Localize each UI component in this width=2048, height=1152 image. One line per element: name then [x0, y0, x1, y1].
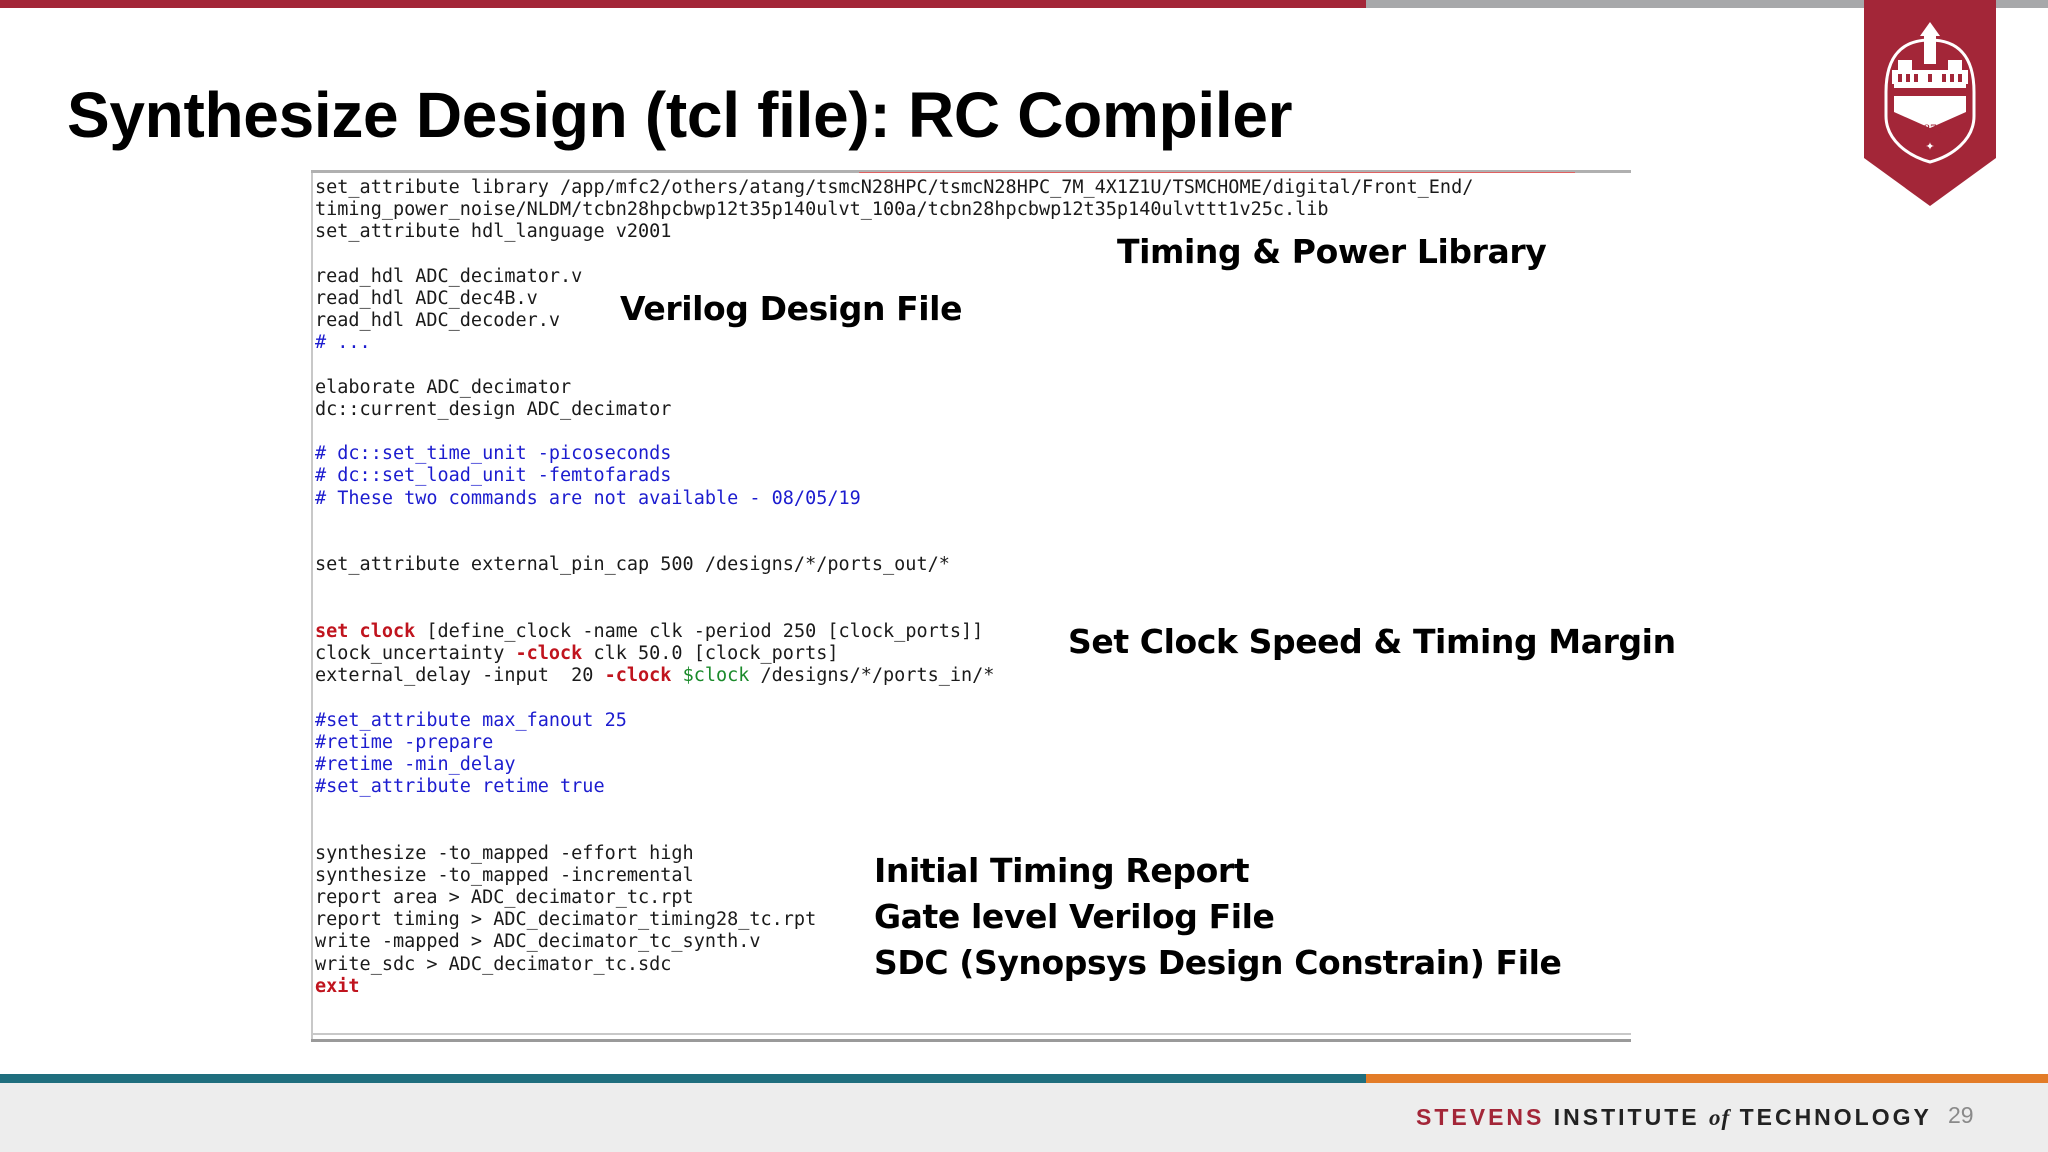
- code-line: read_hdl ADC_decimator.v: [315, 266, 1473, 288]
- svg-text:✦: ✦: [1925, 140, 1934, 153]
- code-line: [315, 820, 1473, 842]
- code-line: # ...: [315, 332, 1473, 354]
- code-line: # dc::set_time_unit -picoseconds: [315, 443, 1473, 465]
- code-line: #retime -prepare: [315, 732, 1473, 754]
- page-number: 29: [1948, 1102, 1974, 1128]
- footer-brand: STEVENS INSTITUTE of TECHNOLOGY: [1416, 1104, 1932, 1131]
- code-token-plain: write_sdc > ADC_decimator_tc.sdc: [315, 953, 672, 975]
- annotation-gate-level-verilog: Gate level Verilog File: [874, 897, 1275, 936]
- code-token-plain: read_hdl ADC_decoder.v: [315, 310, 561, 332]
- code-line: #set_attribute max_fanout 25: [315, 710, 1473, 732]
- code-line: external_delay -input 20 -clock $clock /…: [315, 665, 1473, 687]
- code-token-plain: write -mapped > ADC_decimator_tc_synth.v: [315, 931, 761, 953]
- code-token-keyword: exit: [315, 975, 360, 997]
- code-line: set clock [define_clock -name clk -perio…: [315, 621, 1473, 643]
- code-token-plain: external_delay -input 20: [315, 665, 605, 687]
- code-line: dc::current_design ADC_decimator: [315, 399, 1473, 421]
- code-token-plain: synthesize -to_mapped -effort high: [315, 842, 694, 864]
- annotation-initial-timing-report: Initial Timing Report: [874, 851, 1250, 890]
- code-token-keyword: -clock: [515, 642, 583, 664]
- code-token-plain: set_attribute external_pin_cap 500 /desi…: [315, 554, 950, 576]
- code-line: #retime -min_delay: [315, 754, 1473, 776]
- code-line: [315, 532, 1473, 554]
- code-token-plain: [671, 665, 682, 686]
- tcl-code-block: set_attribute library /app/mfc2/others/a…: [315, 177, 1473, 998]
- code-token-plain: dc::current_design ADC_decimator: [315, 398, 672, 420]
- code-line: [315, 798, 1473, 820]
- code-line: exit: [315, 976, 1473, 998]
- code-token-plain: clock_uncertainty: [315, 642, 516, 664]
- code-token-comment: # dc::set_time_unit -picoseconds: [315, 443, 672, 465]
- panel-bottom-line: [311, 1033, 1631, 1035]
- code-token-plain: synthesize -to_mapped -incremental: [315, 864, 694, 886]
- code-token-var: $clock: [682, 665, 750, 687]
- code-token-plain: [define_clock -name clk -period 250 [clo…: [415, 620, 984, 642]
- footer-band: [0, 1083, 2048, 1152]
- footer-brand-technology: TECHNOLOGY: [1739, 1104, 1932, 1130]
- code-line: [315, 687, 1473, 709]
- code-line: [315, 355, 1473, 377]
- top-accent-bar-gray: [1366, 0, 2048, 8]
- code-token-plain: set_attribute library /app/mfc2/others/a…: [315, 177, 1474, 198]
- footer-brand-institute: INSTITUTE: [1553, 1104, 1700, 1130]
- annotation-verilog-design-file: Verilog Design File: [620, 289, 963, 328]
- seal-year: 1870: [1917, 121, 1943, 136]
- code-token-plain: timing_power_noise/NLDM/tcbn28hpcbwp12t3…: [315, 199, 1329, 221]
- code-line: read_hdl ADC_decoder.v: [315, 310, 1473, 332]
- code-token-comment: #set_attribute max_fanout 25: [315, 709, 627, 731]
- top-accent-bar-red: [0, 0, 1366, 8]
- code-line: # These two commands are not available -…: [315, 488, 1473, 510]
- code-line: elaborate ADC_decimator: [315, 377, 1473, 399]
- annotation-sdc-file: SDC (Synopsys Design Constrain) File: [874, 943, 1562, 982]
- code-line: [315, 599, 1473, 621]
- code-line: # dc::set_load_unit -femtofarads: [315, 465, 1473, 487]
- footer-brand-of: of: [1709, 1105, 1731, 1130]
- bottom-accent-bar-teal: [0, 1074, 1366, 1083]
- footer-brand-stevens: STEVENS: [1416, 1104, 1545, 1130]
- code-line: #set_attribute retime true: [315, 776, 1473, 798]
- code-line: synthesize -to_mapped -incremental: [315, 865, 1473, 887]
- code-line: set_attribute external_pin_cap 500 /desi…: [315, 554, 1473, 576]
- code-line: synthesize -to_mapped -effort high: [315, 843, 1473, 865]
- code-token-plain: /designs/*/ports_in/*: [749, 665, 995, 687]
- annotation-clock-speed-margin: Set Clock Speed & Timing Margin: [1068, 622, 1676, 661]
- panel-left-edge: [311, 173, 313, 1039]
- code-line: set_attribute library /app/mfc2/others/a…: [315, 177, 1473, 199]
- panel-top-red-line: [859, 172, 1575, 173]
- code-token-plain: report area > ADC_decimator_tc.rpt: [315, 887, 694, 908]
- code-token-keyword: -clock: [604, 665, 672, 687]
- code-line: [315, 421, 1473, 443]
- slide-title: Synthesize Design (tcl file): RC Compile…: [67, 79, 1293, 151]
- code-line: timing_power_noise/NLDM/tcbn28hpcbwp12t3…: [315, 199, 1473, 221]
- code-token-comment: # ...: [315, 332, 371, 354]
- code-line: [315, 510, 1473, 532]
- code-token-comment: #set_attribute retime true: [315, 776, 605, 798]
- code-token-plain: read_hdl ADC_decimator.v: [315, 265, 583, 287]
- bottom-accent-bar-orange: [1366, 1074, 2048, 1083]
- code-line: [315, 576, 1473, 598]
- code-token-comment: # These two commands are not available -…: [315, 487, 861, 509]
- code-line: read_hdl ADC_dec4B.v: [315, 288, 1473, 310]
- code-token-keyword: set clock: [315, 620, 416, 642]
- code-line: set_attribute hdl_language v2001: [315, 221, 1473, 243]
- code-line: report timing > ADC_decimator_timing28_t…: [315, 909, 1473, 931]
- tcl-script-panel: set_attribute library /app/mfc2/others/a…: [311, 170, 1631, 1042]
- code-line: write_sdc > ADC_decimator_tc.sdc: [315, 954, 1473, 976]
- code-token-comment: #retime -min_delay: [315, 753, 516, 775]
- code-token-plain: read_hdl ADC_dec4B.v: [315, 287, 538, 309]
- code-token-plain: report timing > ADC_decimator_timing28_t…: [315, 909, 817, 931]
- code-line: report area > ADC_decimator_tc.rpt: [315, 887, 1473, 909]
- code-token-plain: clk 50.0 [clock_ports]: [582, 642, 839, 664]
- code-token-comment: # dc::set_load_unit -femtofarads: [315, 465, 672, 487]
- code-line: write -mapped > ADC_decimator_tc_synth.v: [315, 931, 1473, 953]
- code-token-plain: set_attribute hdl_language v2001: [315, 221, 672, 243]
- annotation-timing-power-library: Timing & Power Library: [1117, 232, 1547, 271]
- stevens-seal-shield-icon: 1870 ✦: [1864, 0, 1996, 206]
- code-token-comment: #retime -prepare: [315, 731, 494, 753]
- code-token-plain: elaborate ADC_decimator: [315, 376, 572, 398]
- code-line: clock_uncertainty -clock clk 50.0 [clock…: [315, 643, 1473, 665]
